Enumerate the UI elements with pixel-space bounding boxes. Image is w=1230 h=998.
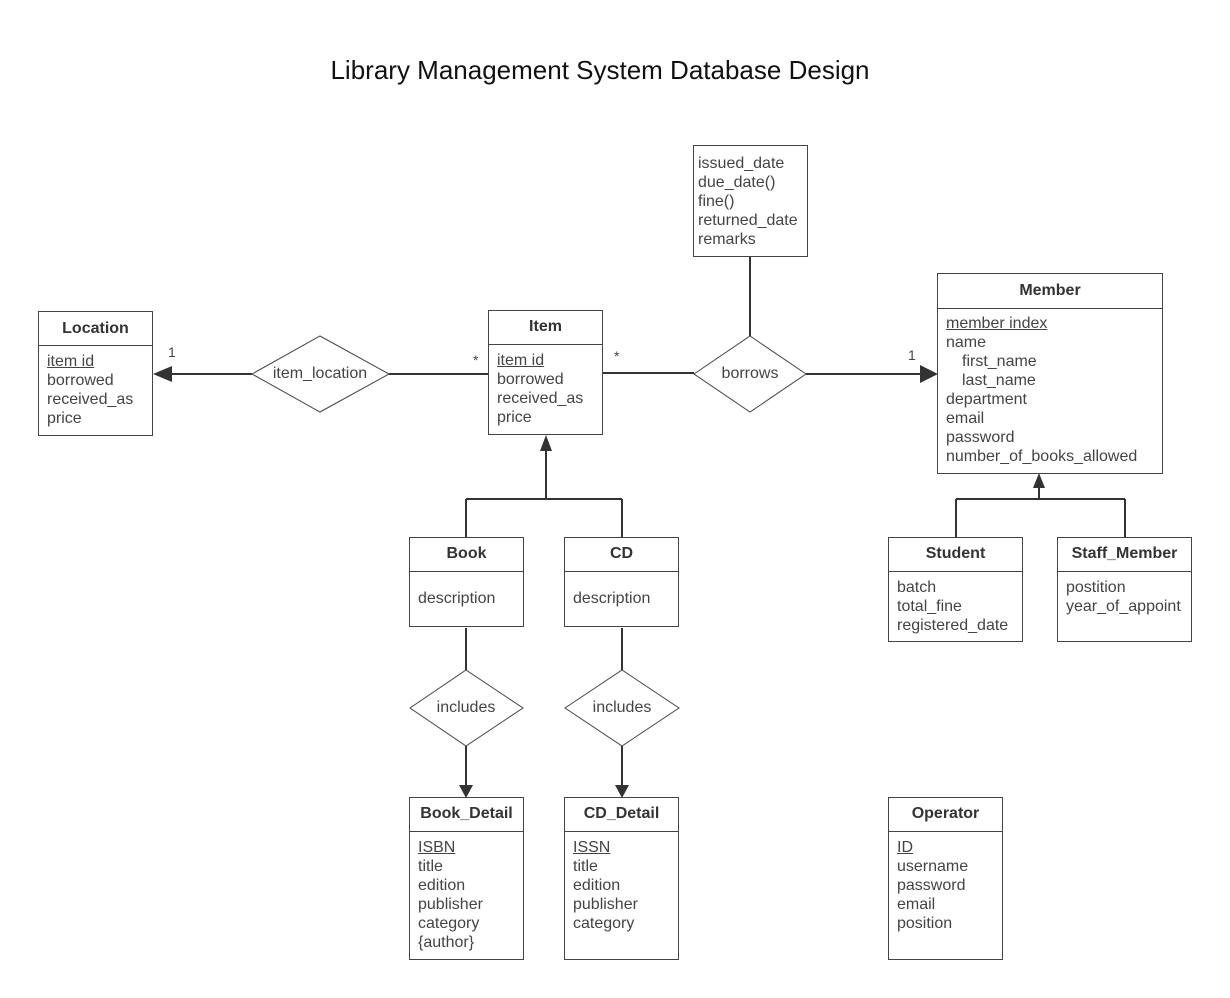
entity-title: Book_Detail (410, 798, 523, 832)
entity-title: Operator (889, 798, 1002, 832)
attr-number-of-books-allowed: number_of_books_allowed (946, 448, 1138, 465)
entity-title: CD (565, 538, 678, 572)
attr-borrowed: borrowed (47, 372, 114, 389)
book-entity[interactable]: Book description (409, 537, 524, 627)
attr-due-date: due_date() (698, 174, 776, 191)
attr-member-index: member index (946, 315, 1048, 332)
arrowhead-book-detail (459, 785, 473, 798)
arrowhead-location (153, 366, 172, 382)
attr-password: password (897, 877, 966, 894)
includes-book-diamond (409, 669, 524, 747)
location-entity[interactable]: Location item id borrowed received_as pr… (38, 311, 153, 436)
attr-category: category (573, 915, 635, 932)
item-entity[interactable]: Item item id borrowed received_as price (488, 310, 603, 435)
attr-description: description (418, 590, 496, 607)
includes-cd-diamond (564, 669, 680, 747)
attr-title: title (418, 858, 443, 875)
attr-issn: ISSN (573, 839, 611, 856)
arrowhead-member-inherit (1033, 473, 1045, 488)
cd-entity[interactable]: CD description (564, 537, 679, 627)
entity-title: Staff_Member (1058, 538, 1191, 572)
operator-entity[interactable]: Operator ID username password email posi… (888, 797, 1003, 960)
attr-last-name: last_name (962, 372, 1036, 389)
item-location-diamond (250, 335, 391, 413)
arrowhead-cd-detail (615, 785, 629, 798)
member-entity[interactable]: Member member index name first_name last… (937, 273, 1163, 474)
mult-item-location: * (473, 352, 479, 368)
attr-author: {author} (418, 934, 475, 951)
attr-registered-date: registered_date (897, 617, 1009, 634)
includes-book-label: includes (436, 699, 496, 716)
mult-location: 1 (168, 344, 176, 360)
attr-isbn: ISBN (418, 839, 456, 856)
arrowhead-member (920, 365, 938, 383)
attr-password: password (946, 429, 1015, 446)
cd-detail-entity[interactable]: CD_Detail ISSN title edition publisher c… (564, 797, 679, 960)
attr-received-as: received_as (497, 390, 584, 407)
entity-title: CD_Detail (565, 798, 678, 832)
entity-title: Item (489, 311, 602, 345)
attr-total-fine: total_fine (897, 598, 962, 615)
attr-name: name (946, 334, 987, 351)
attr-email: email (897, 896, 936, 913)
student-entity[interactable]: Student batch total_fine registered_date (888, 537, 1023, 642)
borrows-attributes-box[interactable]: issued_date due_date() fine() returned_d… (693, 145, 808, 257)
attr-borrowed: borrowed (497, 371, 564, 388)
borrows-diamond (693, 335, 807, 413)
arrowhead-item (540, 435, 552, 451)
mult-member: 1 (908, 347, 916, 363)
attr-position: position (897, 915, 953, 932)
attr-price: price (497, 409, 532, 426)
attr-position: postition (1066, 579, 1126, 596)
attr-title: title (573, 858, 598, 875)
attr-fine: fine() (698, 193, 735, 210)
attr-batch: batch (897, 579, 937, 596)
attr-item-id: item id (47, 353, 95, 370)
attr-publisher: publisher (418, 896, 483, 913)
attr-received-as: received_as (47, 391, 134, 408)
attr-item-id: item id (497, 352, 545, 369)
attr-id: ID (897, 839, 913, 856)
attr-issued-date: issued_date (698, 155, 785, 172)
attr-edition: edition (573, 877, 621, 894)
attr-returned-date: returned_date (698, 212, 798, 229)
borrows-label: borrows (721, 365, 779, 382)
attr-username: username (897, 858, 969, 875)
item-location-label: item_location (272, 365, 368, 382)
includes-cd-label: includes (592, 699, 652, 716)
entity-title: Student (889, 538, 1022, 572)
attr-description: description (573, 590, 651, 607)
diagram-title: Library Management System Database Desig… (330, 55, 870, 85)
mult-item-borrows: * (614, 348, 620, 364)
attr-department: department (946, 391, 1027, 408)
book-detail-entity[interactable]: Book_Detail ISBN title edition publisher… (409, 797, 524, 960)
attr-remarks: remarks (698, 231, 756, 248)
attr-email: email (946, 410, 985, 427)
entity-title: Member (938, 274, 1162, 309)
entity-title: Book (410, 538, 523, 572)
attr-category: category (418, 915, 480, 932)
attr-edition: edition (418, 877, 466, 894)
attr-price: price (47, 410, 82, 427)
attr-first-name: first_name (962, 353, 1037, 370)
attr-year-of-appoint: year_of_appoint (1066, 598, 1181, 615)
entity-title: Location (39, 312, 152, 346)
attr-publisher: publisher (573, 896, 638, 913)
staff-member-entity[interactable]: Staff_Member postition year_of_appoint (1057, 537, 1192, 642)
